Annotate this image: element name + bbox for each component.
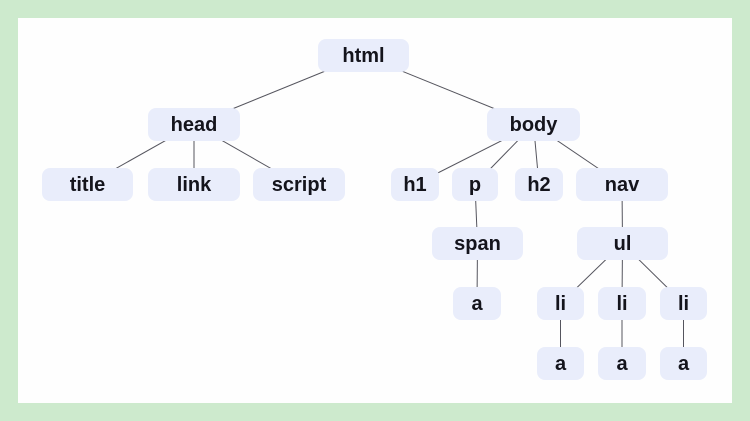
node-a2: a [598, 347, 646, 380]
node-label: a [554, 352, 567, 375]
node-label: a [616, 352, 628, 375]
node-label: head [170, 113, 218, 136]
node-script: script [253, 168, 345, 201]
node-li3: li [660, 287, 707, 320]
node-label: span [454, 232, 501, 255]
node-label: body [509, 113, 558, 136]
node-label: a [677, 352, 690, 375]
node-a-span: a [453, 287, 501, 320]
node-h2: h2 [515, 168, 563, 201]
node-a3: a [660, 347, 707, 380]
node-label: h1 [403, 173, 427, 196]
node-title: title [42, 168, 133, 201]
node-label: script [271, 173, 327, 196]
node-li1: li [537, 287, 584, 320]
node-label: title [69, 173, 106, 196]
node-li2: li [598, 287, 646, 320]
node-html: html [318, 39, 409, 72]
node-label: a [471, 292, 483, 315]
node-label: nav [604, 173, 640, 196]
node-label: li [554, 292, 567, 315]
node-label: h2 [527, 173, 551, 196]
node-nav: nav [576, 168, 668, 201]
node-label: li [616, 292, 628, 315]
node-label: p [468, 173, 482, 196]
node-h1: h1 [391, 168, 439, 201]
node-span: span [432, 227, 523, 260]
node-label: link [176, 173, 212, 196]
node-label: li [677, 292, 690, 315]
node-body: body [487, 108, 580, 141]
node-a1: a [537, 347, 584, 380]
node-label: html [342, 44, 385, 67]
node-link: link [148, 168, 240, 201]
node-label: ul [613, 232, 632, 255]
diagram-canvas [18, 18, 732, 403]
node-p: p [452, 168, 498, 201]
node-ul: ul [577, 227, 668, 260]
node-head: head [148, 108, 240, 141]
